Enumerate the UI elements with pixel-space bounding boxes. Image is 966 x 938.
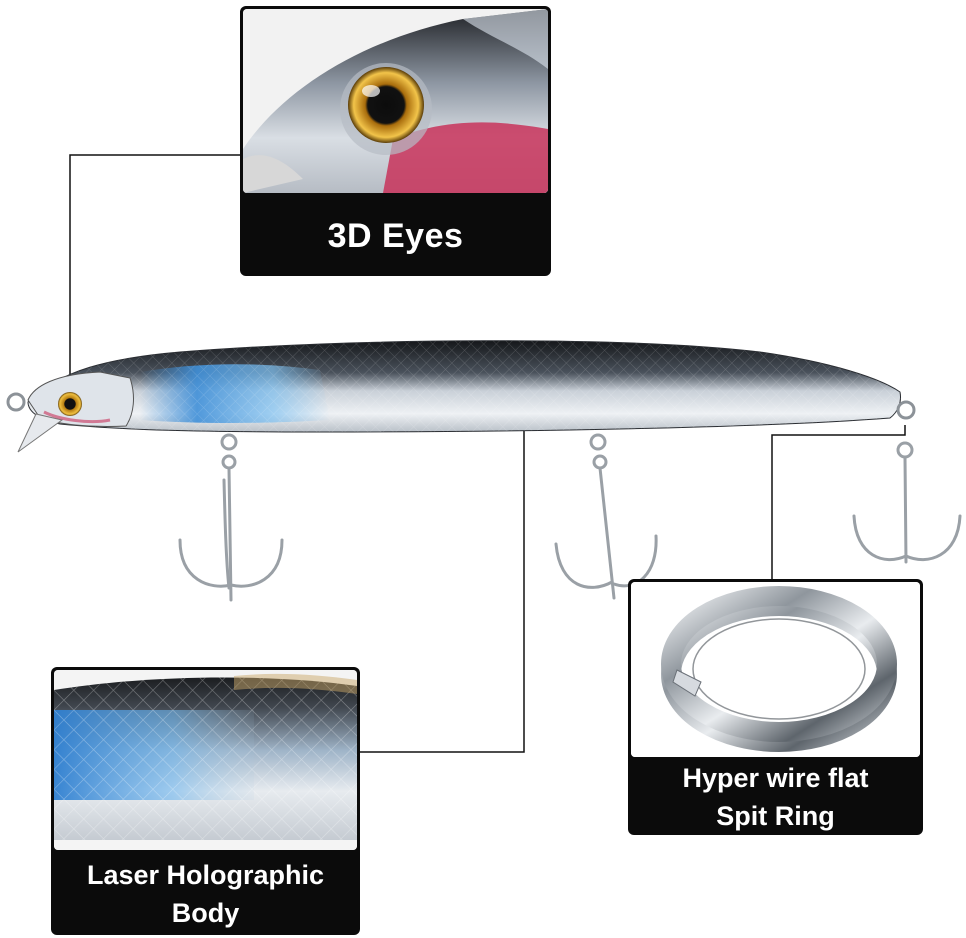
treble-hook-icon	[554, 433, 658, 600]
nose-ring	[6, 392, 26, 412]
caption-text-line2: Body	[171, 897, 240, 928]
callout-caption: Hyper wire flat Spit Ring	[628, 759, 923, 835]
caption-text: 3D Eyes	[327, 216, 464, 255]
caption-text-line1: Hyper wire flat	[682, 763, 869, 793]
treble-hook-icon	[852, 441, 962, 564]
eye-icon	[348, 67, 424, 143]
leader-lines	[69, 154, 906, 753]
eye-icon	[58, 392, 82, 416]
callout-holographic-body: Laser Holographic Body	[51, 667, 360, 935]
caption-text-line2: Spit Ring	[716, 801, 835, 831]
callout-caption: 3D Eyes	[240, 196, 551, 276]
treble-hook-icon	[178, 433, 284, 602]
callout-caption: Laser Holographic Body	[51, 852, 360, 935]
caption-text-line1: Laser Holographic	[86, 859, 325, 890]
callout-split-ring: Hyper wire flat Spit Ring	[628, 579, 923, 835]
callout-3d-eyes: 3D Eyes	[240, 6, 551, 276]
split-ring-icon	[661, 586, 897, 752]
body-closeup-photo	[54, 670, 357, 850]
split-ring-photo	[631, 582, 920, 757]
tail-ring	[896, 400, 916, 420]
eye-closeup-photo	[243, 9, 548, 193]
lure-body	[17, 340, 901, 453]
